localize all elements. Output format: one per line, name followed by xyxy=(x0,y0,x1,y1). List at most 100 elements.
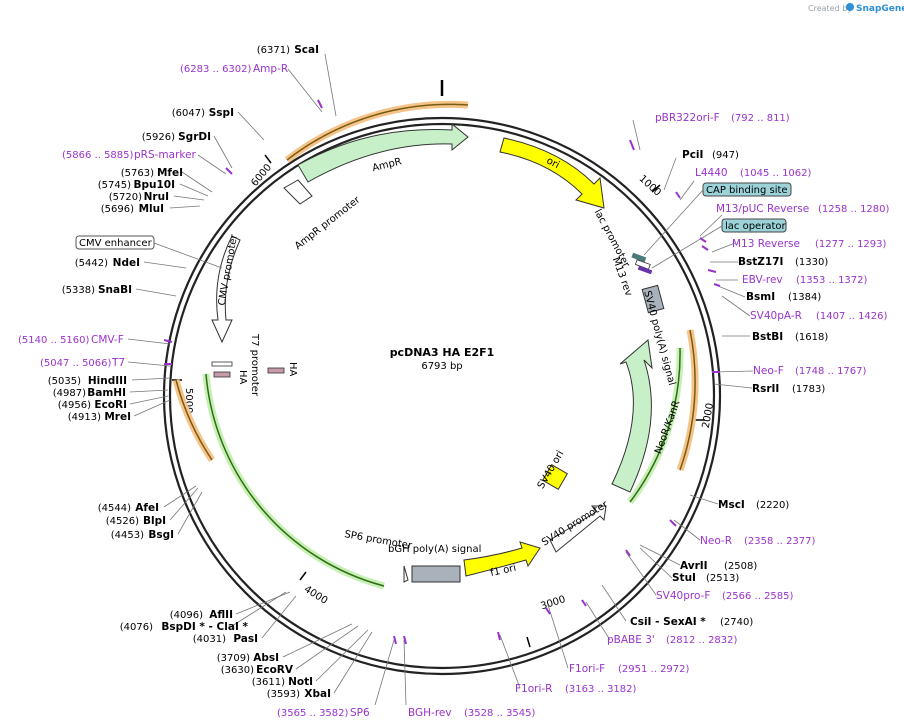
svg-text:(3709): (3709) xyxy=(217,653,250,664)
svg-text:(4956): (4956) xyxy=(58,400,91,411)
svg-text:(2812 .. 2832): (2812 .. 2832) xyxy=(666,635,738,646)
svg-text:(5442): (5442) xyxy=(75,258,108,269)
site-bstbi: BstBI xyxy=(752,331,783,343)
primer-ebv-rev: EBV-rev xyxy=(742,274,783,286)
svg-text:(3593): (3593) xyxy=(267,689,300,700)
site-hindiii: HindIII xyxy=(88,375,127,387)
svg-text:(5720): (5720) xyxy=(109,192,142,203)
svg-text:(4987): (4987) xyxy=(53,388,86,399)
ampr-feature-arrow xyxy=(297,122,469,183)
primer-pbabe3: pBABE 3' xyxy=(607,634,655,646)
svg-text:(5140 .. 5160): (5140 .. 5160) xyxy=(18,335,90,346)
svg-text:(4544): (4544) xyxy=(98,503,131,514)
cap-binding-site-box xyxy=(702,182,792,197)
neor-label: NeoR/KanR xyxy=(653,399,682,455)
svg-text:(5035): (5035) xyxy=(48,376,81,387)
site-xbai: XbaI xyxy=(304,688,331,700)
backbone-inner xyxy=(168,122,716,670)
ha-tag-feature-2 xyxy=(267,367,285,374)
plasmid-size: 6793 bp xyxy=(421,361,462,372)
site-aflii: AflII xyxy=(209,609,233,621)
primer-neo-r: Neo-R xyxy=(700,535,732,547)
site-stui: StuI xyxy=(672,572,696,584)
primer-m13-reverse: M13 Reverse xyxy=(732,238,800,250)
site-sgrdi: SgrDI xyxy=(178,131,211,143)
site-ecori: EcoRI xyxy=(94,399,127,411)
primer-marks xyxy=(163,99,721,645)
site-mrei: MreI xyxy=(104,411,131,423)
svg-text:(2508): (2508) xyxy=(724,561,757,572)
site-bpu10i: Bpu10I xyxy=(133,179,175,191)
svg-text:(5866 .. 5885): (5866 .. 5885) xyxy=(62,150,134,161)
site-snabi: SnaBI xyxy=(98,284,132,296)
svg-text:(1258 .. 1280): (1258 .. 1280) xyxy=(818,204,890,215)
cmv-promoter-arrow xyxy=(211,235,241,344)
site-csii-sexai: CsiI - SexAI * xyxy=(630,616,706,628)
primer-sv40pa-r: SV40pA-R xyxy=(750,310,802,322)
site-absi: AbsI xyxy=(253,652,279,664)
site-nrui: NruI xyxy=(144,191,169,203)
svg-text:(3163 .. 3182): (3163 .. 3182) xyxy=(565,684,637,695)
svg-text:(2358 .. 2377): (2358 .. 2377) xyxy=(744,536,816,547)
svg-text:(3611): (3611) xyxy=(252,677,285,688)
cmv-enhancer-box xyxy=(75,235,155,250)
svg-text:(5338): (5338) xyxy=(62,285,95,296)
svg-text:(2951 .. 2972): (2951 .. 2972) xyxy=(618,664,690,675)
svg-text:(4913): (4913) xyxy=(68,412,101,423)
svg-text:(1330): (1330) xyxy=(795,257,828,268)
primer-labels: pBR322ori-F (792 .. 811) L4440 (1045 .. … xyxy=(18,63,890,719)
sp6-promoter-label: SP6 promoter xyxy=(343,529,413,552)
lac-operator-label: lac operator xyxy=(725,221,786,232)
lac-operator-box xyxy=(721,218,787,233)
tick-1000: 1000 xyxy=(637,173,663,198)
sv40-promoter-label: SV40 promoter xyxy=(540,499,611,549)
sp6-promoter-arrow xyxy=(403,565,409,583)
site-pasi: PasI xyxy=(233,633,258,645)
right-leader-lines xyxy=(499,119,754,689)
bgh-polya-label: bGH poly(A) signal xyxy=(388,544,481,555)
svg-text:(4453): (4453) xyxy=(111,530,144,541)
svg-text:(1277 .. 1293): (1277 .. 1293) xyxy=(815,239,887,250)
ori-feature-arrow xyxy=(499,137,605,209)
primer-sv40pro-f: SV40pro-F xyxy=(656,590,710,602)
backbone-outer xyxy=(162,116,722,676)
svg-text:(6371): (6371) xyxy=(257,45,290,56)
ha-tag-feature-1 xyxy=(213,371,231,378)
site-scai: ScaI xyxy=(294,44,319,56)
cap-binding-site-label: CAP binding site xyxy=(706,185,788,196)
svg-text:(5696): (5696) xyxy=(101,204,134,215)
site-bspdi-clai: BspDI * - ClaI * xyxy=(161,621,248,633)
site-bstz17i: BstZ17I xyxy=(738,256,783,268)
svg-text:(1783): (1783) xyxy=(792,384,825,395)
e2f1-green-arc xyxy=(202,373,385,590)
svg-text:(4076): (4076) xyxy=(120,622,153,633)
left-site-labels: ScaI (6371) SspI (6047) SgrDI (5926) Mfe… xyxy=(48,44,331,700)
ampr-promoter-label: AmpR promoter xyxy=(293,194,363,252)
site-bamhi: BamHI xyxy=(87,387,126,399)
ha-label-2: HA xyxy=(287,362,298,377)
svg-text:(3565 .. 3582): (3565 .. 3582) xyxy=(277,708,349,719)
ha-label-1: HA xyxy=(237,370,248,385)
site-avrii: AvrII xyxy=(680,560,708,572)
sv40-polya-feature xyxy=(641,284,665,314)
svg-text:(4031): (4031) xyxy=(193,634,226,645)
site-mfei: MfeI xyxy=(157,167,183,179)
site-mlui: MluI xyxy=(139,203,164,215)
svg-text:(5745): (5745) xyxy=(98,180,131,191)
svg-text:(2220): (2220) xyxy=(756,500,789,511)
site-blpi: BlpI xyxy=(143,515,166,527)
svg-text:(792 .. 811): (792 .. 811) xyxy=(731,113,790,124)
ampr-label: AmpR xyxy=(371,156,403,174)
site-noti: NotI xyxy=(288,676,313,688)
site-msci: MscI xyxy=(718,499,745,511)
primer-t7: T7 xyxy=(111,357,125,369)
right-site-labels: PciI (947) BstZ17I (1330) BsmI (1384) Bs… xyxy=(630,149,828,628)
svg-text:(5763): (5763) xyxy=(121,168,154,179)
site-sspi: SspI xyxy=(209,107,234,119)
svg-text:(1384): (1384) xyxy=(788,292,821,303)
primer-bgh-rev: BGH-rev xyxy=(408,707,452,719)
svg-text:(2740): (2740) xyxy=(720,617,753,628)
site-bsmi: BsmI xyxy=(746,291,775,303)
t7-promoter-feature xyxy=(211,361,233,367)
bgh-polya-feature xyxy=(411,565,461,583)
